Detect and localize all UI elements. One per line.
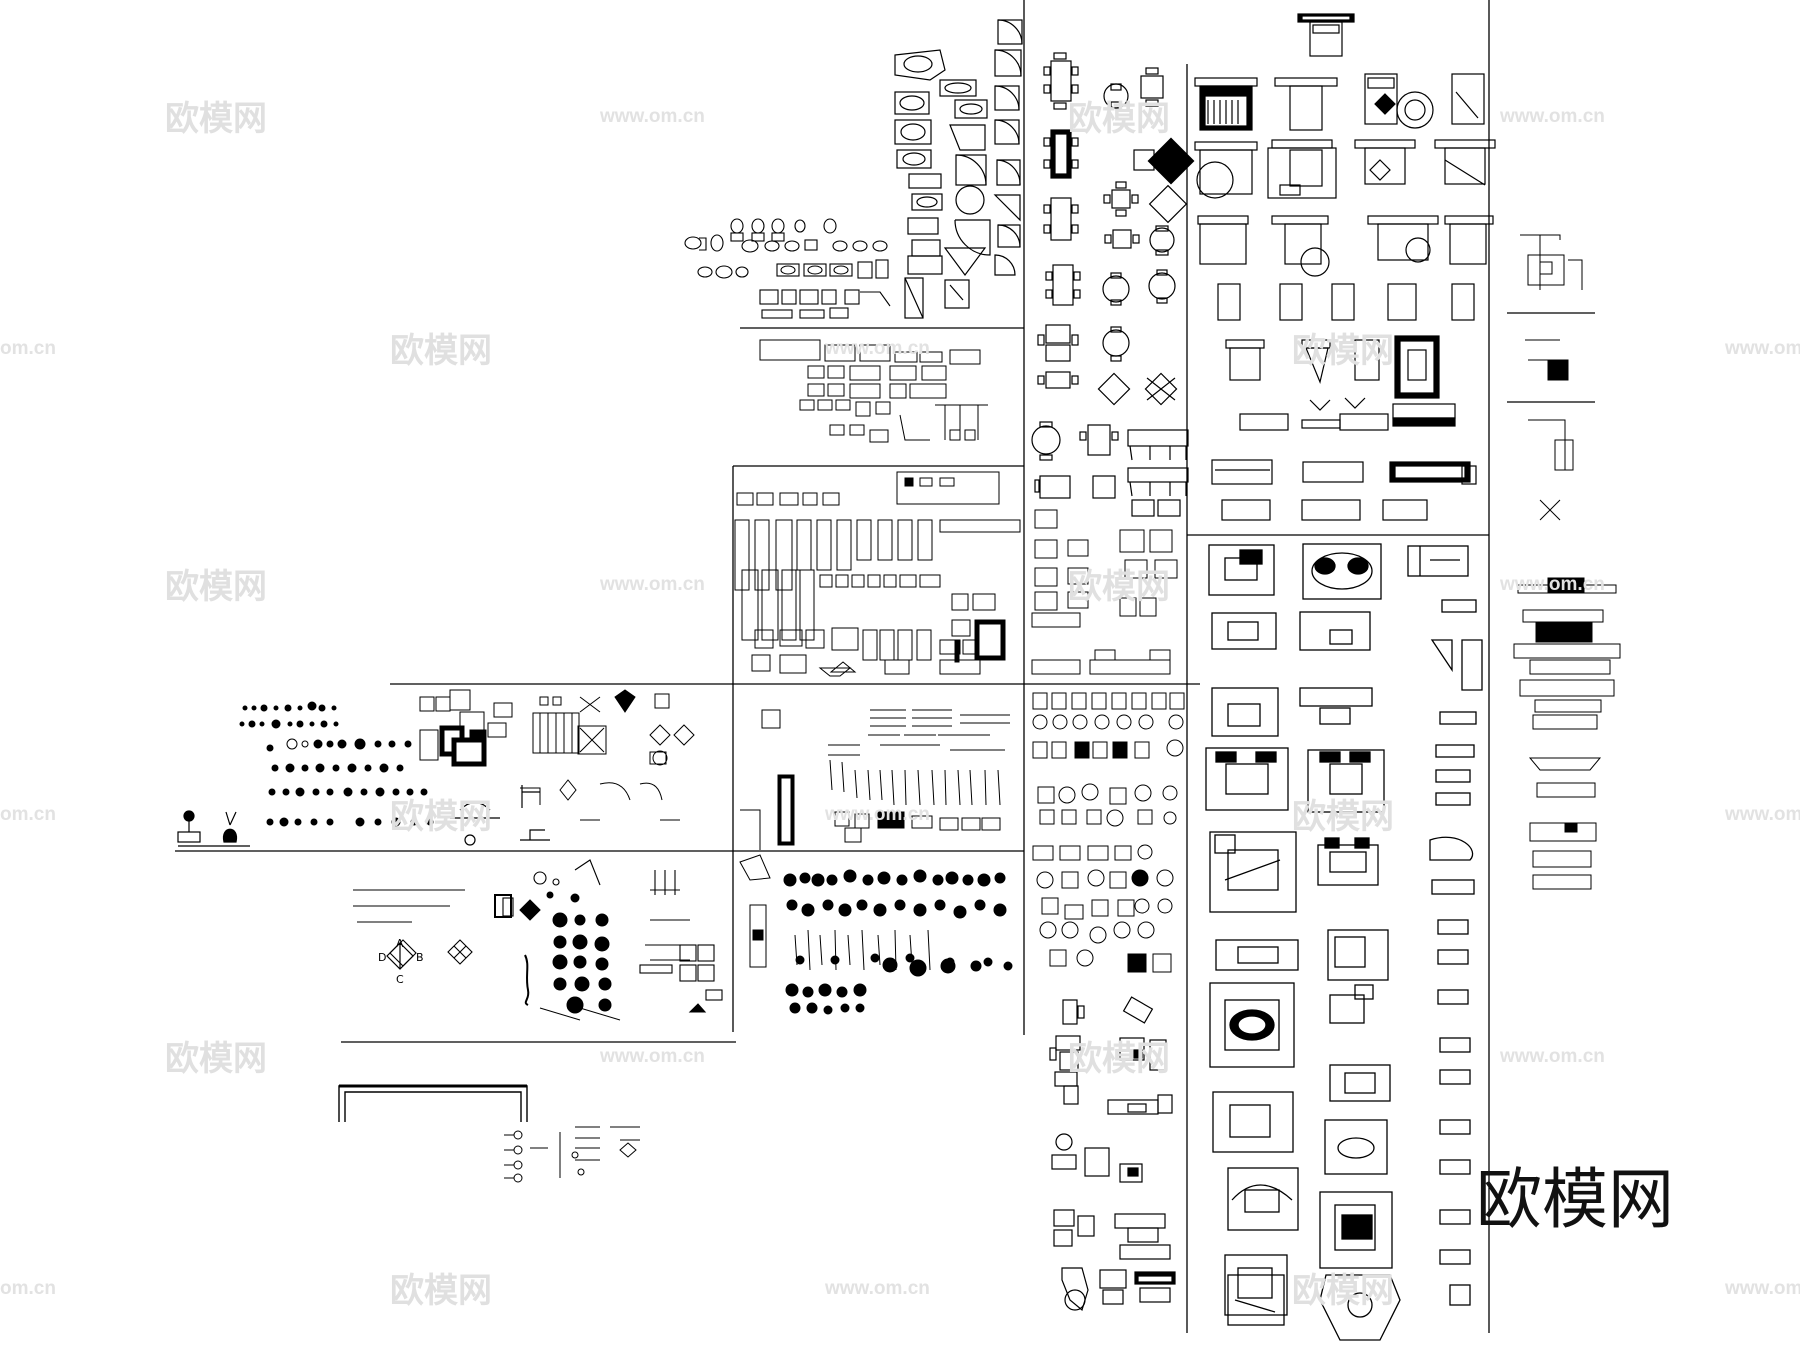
watermark-url: www.om.cn (1499, 574, 1605, 595)
marker-label-b: B (416, 951, 424, 964)
watermark-url: om.cn (0, 338, 56, 359)
watermark-url: om.cn (0, 804, 56, 825)
watermark-url: www.om.cn (599, 1046, 705, 1067)
lighting-symbols-block (353, 859, 723, 1013)
wall-section-detail (338, 1084, 528, 1122)
table-plant-icons (177, 785, 550, 847)
armchairs-column (1031, 509, 1178, 675)
watermark-url: www.om.cn (599, 574, 705, 595)
dining-sets-column (1031, 52, 1195, 517)
appliance-icons-block (759, 339, 988, 443)
marker-label-d: D (378, 951, 386, 964)
watermark-layer: 欧模网 欧模网 欧模网 欧模网 欧模网 欧模网 欧模网 欧模网 欧模网 欧模网 … (0, 99, 1800, 1311)
marker-label-c: C (396, 973, 404, 986)
desk-sets-column (1049, 996, 1176, 1312)
watermark-logo: 欧模网 (1068, 1039, 1170, 1079)
watermark-logo: 欧模网 (390, 331, 492, 371)
watermark-url: www.om.cn (1724, 804, 1800, 825)
watermark-logo: 欧模网 (165, 99, 267, 139)
right-detail-panel (1513, 234, 1621, 890)
watermark-logo: 欧模网 (1292, 797, 1394, 837)
bathroom-fixtures-group (894, 19, 1023, 319)
sanitary-icons-row (684, 218, 891, 319)
watermark-url: www.om.cn (824, 338, 930, 359)
marker-label-a: A (396, 937, 404, 950)
watermark-logo: 欧模网 (165, 1039, 267, 1079)
figure-silhouette (494, 894, 530, 1006)
chair-icons-grid (1032, 692, 1185, 973)
node-symbols (504, 1126, 640, 1183)
watermark-url: www.om.cn (1724, 338, 1800, 359)
kitchen-appliance-panel (734, 471, 1021, 677)
plants-panel (739, 854, 1013, 1015)
watermark-logo: 欧模网 (390, 1271, 492, 1311)
beds-panel (1194, 13, 1496, 521)
flower-plan-symbols (539, 891, 621, 1021)
small-decor-items (239, 701, 434, 827)
watermark-logo: 欧模网 (1292, 331, 1394, 371)
direction-marker: A C D B (378, 937, 424, 986)
sofa-sets-panel (1205, 543, 1483, 1341)
watermark-url: www.om.cn (1724, 1278, 1800, 1299)
watermark-url: www.om.cn (1499, 1046, 1605, 1067)
watermark-logo: 欧模网 (1068, 567, 1170, 607)
watermark-url: www.om.cn (824, 804, 930, 825)
watermark-logo: 欧模网 (165, 567, 267, 607)
watermark-logo: 欧模网 (1068, 99, 1170, 139)
decor-symbols-block (419, 689, 695, 821)
brand-logo: 欧模网 (1476, 1161, 1674, 1238)
watermark-url: www.om.cn (824, 1278, 930, 1299)
watermark-logo: 欧模网 (1292, 1271, 1394, 1311)
watermark-url: www.om.cn (1499, 106, 1605, 127)
panel-grid (175, 0, 1595, 1333)
curtains-clothing-block (740, 709, 1010, 850)
watermark-url: om.cn (0, 1278, 56, 1299)
watermark-url: www.om.cn (599, 106, 705, 127)
watermark-logo: 欧模网 (390, 797, 492, 837)
